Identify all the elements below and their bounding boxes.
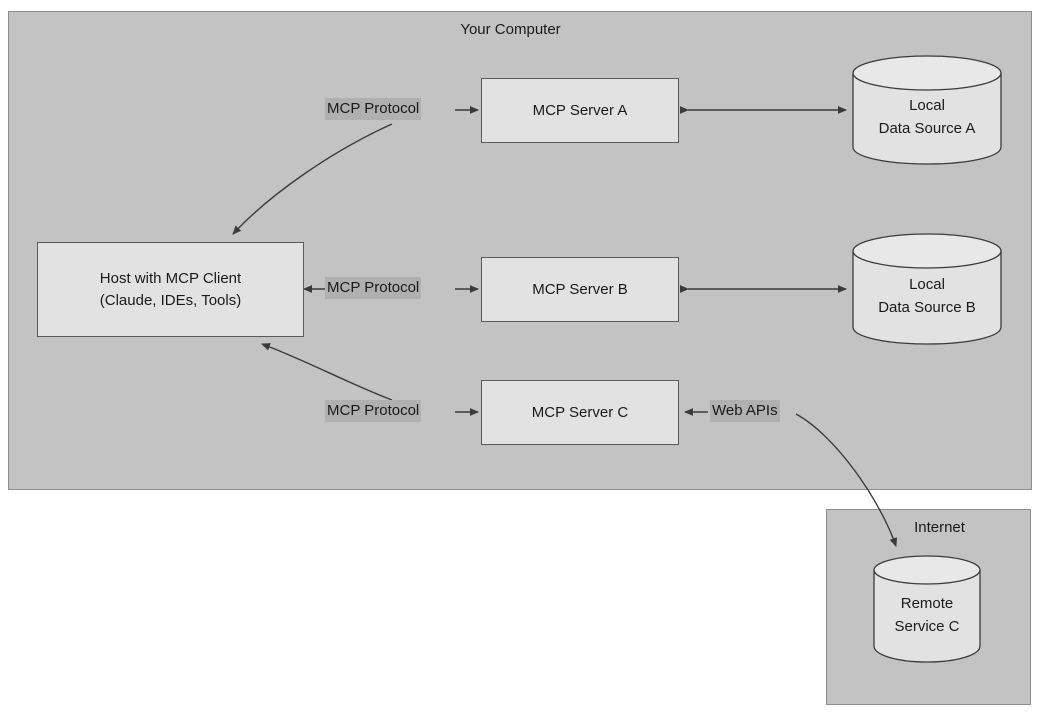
edge-label-web-apis: Web APIs (710, 400, 780, 422)
node-local-data-source-a[interactable]: Local Data Source A (852, 55, 1002, 165)
node-remote-service-c-line2: Service C (894, 617, 960, 635)
node-local-data-source-a-labels: Local Data Source A (852, 95, 1002, 140)
edge-label-mcp-protocol-a: MCP Protocol (325, 98, 422, 120)
edge-label-mcp-protocol-c: MCP Protocol (325, 400, 422, 422)
node-local-data-source-a-line1: Local (909, 97, 945, 114)
node-mcp-server-a-label: MCP Server A (532, 101, 628, 119)
node-remote-service-c-line1: Remote (900, 595, 954, 612)
group-internet-title: Internet (914, 519, 965, 536)
node-mcp-server-c-label: MCP Server C (531, 403, 629, 421)
node-local-data-source-b-line1: Local (909, 276, 945, 293)
group-your-computer-title: Your Computer (460, 21, 561, 38)
edge-label-mcp-protocol-b: MCP Protocol (325, 277, 422, 299)
node-local-data-source-b[interactable]: Local Data Source B (852, 233, 1002, 345)
node-mcp-server-b-label: MCP Server B (532, 280, 628, 298)
node-remote-service-c-labels: Remote Service C (873, 593, 981, 638)
node-remote-service-c[interactable]: Remote Service C (873, 555, 981, 663)
cylinder-shape-c (873, 555, 981, 663)
node-host-label-line2: (Claude, IDEs, Tools) (99, 291, 242, 309)
node-local-data-source-b-line2: Data Source B (878, 298, 976, 316)
node-host-labels: Host with MCP Client (Claude, IDEs, Tool… (100, 268, 241, 312)
cylinder-shape-a (852, 55, 1002, 165)
node-mcp-server-a[interactable]: MCP Server A (481, 78, 679, 143)
node-local-data-source-b-labels: Local Data Source B (852, 274, 1002, 319)
node-mcp-server-c[interactable]: MCP Server C (481, 380, 679, 445)
node-mcp-server-b[interactable]: MCP Server B (481, 257, 679, 322)
node-local-data-source-a-line2: Data Source A (878, 119, 976, 137)
node-host-label-line1: Host with MCP Client (99, 269, 242, 287)
node-host-with-mcp-client[interactable]: Host with MCP Client (Claude, IDEs, Tool… (37, 242, 304, 337)
cylinder-shape-b (852, 233, 1002, 345)
